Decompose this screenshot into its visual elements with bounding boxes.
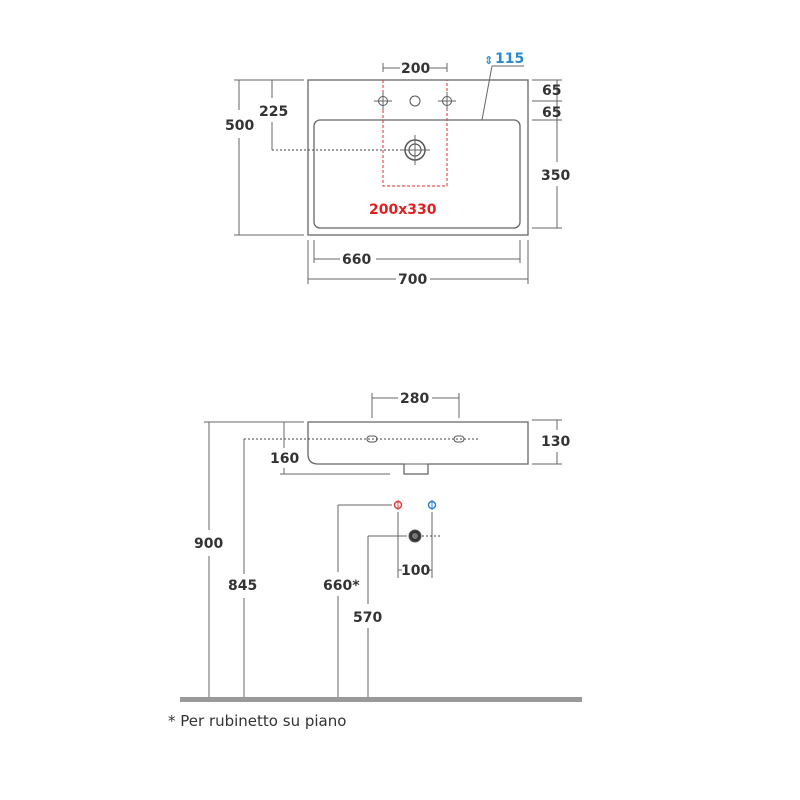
- dim-900-label: 900: [194, 536, 223, 552]
- dim-500-label: 500: [225, 118, 254, 134]
- dim-660-top-label: 660: [342, 252, 371, 268]
- top-view: 200 ⇕ 115 65 65 350 500 225 200x330 66: [225, 51, 570, 288]
- dim-845-label: 845: [228, 578, 257, 594]
- cutout-outline: [382, 80, 448, 187]
- dim-100-label: 100: [401, 563, 430, 579]
- hot-water-icon: [393, 500, 403, 510]
- dim-350-label: 350: [541, 168, 570, 184]
- dim-280-label: 280: [400, 391, 429, 407]
- footnote: * Per rubinetto su piano: [168, 712, 347, 730]
- dim-130-label: 130: [541, 434, 570, 450]
- tap-hole-center: [409, 95, 421, 107]
- dim-225-label: 225: [259, 104, 288, 120]
- cutout-label: 200x330: [369, 202, 437, 218]
- tap-hole-right: [438, 92, 456, 110]
- cold-water-icon: [427, 500, 437, 510]
- dim-700-label: 700: [398, 272, 427, 288]
- dim-200-label: 200: [401, 61, 430, 77]
- waste-outlet-icon: [408, 529, 422, 543]
- basin-bowl: [313, 119, 521, 229]
- dim-160-label: 160: [270, 451, 299, 467]
- dim-65-top-label: 65: [542, 83, 561, 99]
- drain: [400, 135, 430, 165]
- floor-line: [180, 697, 582, 702]
- tap-hole-left: [374, 92, 392, 110]
- overflow-arrow-icon: ⇕: [484, 54, 493, 67]
- dim-660-side-label: 660*: [323, 578, 360, 594]
- dim-115-label: 115: [495, 51, 524, 67]
- dim-65-bottom-label: 65: [542, 105, 561, 121]
- basin-outline-side: [307, 421, 529, 475]
- dim-570-label: 570: [353, 610, 382, 626]
- side-view: 280 130 160 900 845: [180, 391, 582, 702]
